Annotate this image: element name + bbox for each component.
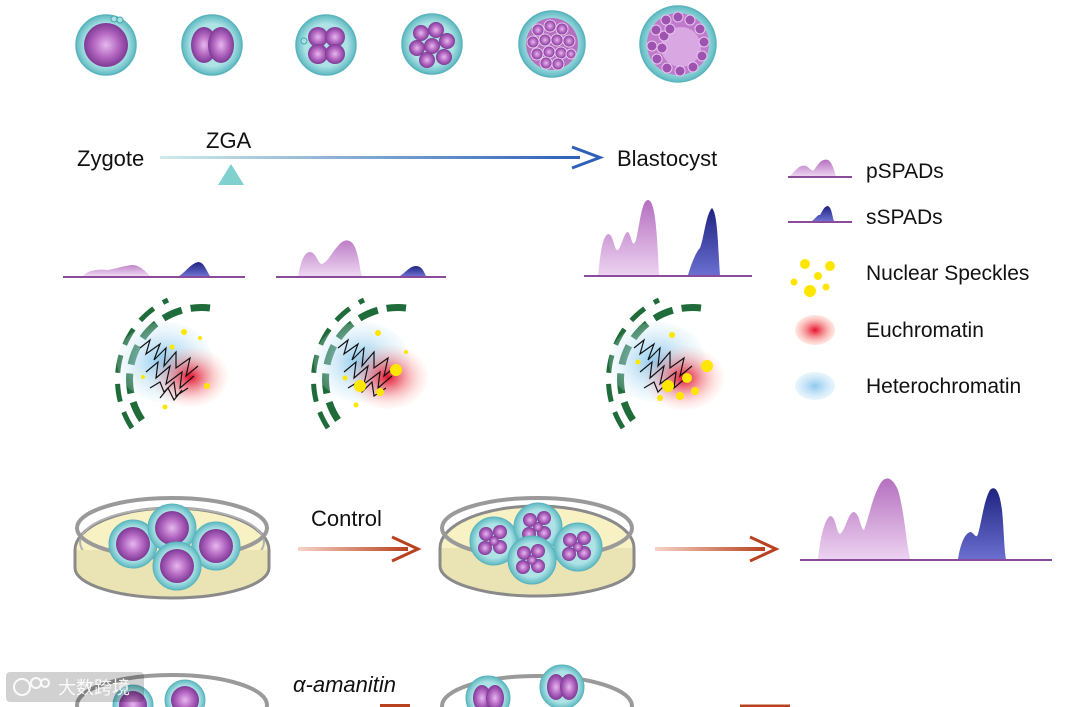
heterochromatin-icon — [795, 372, 835, 400]
legend-label-speckles: Nuclear Speckles — [866, 262, 1029, 285]
nucleus-mid — [311, 297, 428, 430]
speckles-icon — [790, 259, 835, 297]
amanitin-arrow-shaft — [380, 704, 410, 707]
embryo-4-cell — [295, 14, 357, 76]
watermark-logo-icon — [13, 677, 50, 696]
zga-label: ZGA — [206, 128, 252, 153]
timeline-arrow-head — [571, 145, 605, 170]
legend-item-heterochromatin: Heterochromatin — [795, 372, 1021, 400]
embryo-blastocyst — [639, 5, 717, 83]
legend: pSPADs sSPADs Nuclear Speckles Euchromat… — [788, 159, 1029, 400]
legend-label-sspads: sSPADs — [866, 206, 943, 229]
watermark: 大数跨境 — [6, 672, 144, 702]
timeline-arrow-shaft — [160, 156, 580, 159]
control-row: Control — [73, 478, 1052, 600]
timeline-start-label: Zygote — [77, 146, 144, 171]
spad-profile-mid — [276, 240, 446, 278]
amanitin-label: α-amanitin — [293, 672, 396, 697]
legend-item-sspads: sSPADs — [788, 206, 943, 229]
zga-marker-icon — [218, 164, 244, 185]
nucleus-early — [115, 297, 228, 430]
control-arrow-head — [391, 535, 422, 563]
legend-item-pspads: pSPADs — [788, 159, 944, 183]
timeline: Zygote ZGA Blastocyst — [77, 128, 717, 185]
result-arrow-shaft — [655, 547, 765, 551]
embryo-8-cell — [401, 13, 463, 75]
legend-label-euchromatin: Euchromatin — [866, 319, 984, 342]
spad-profile-late — [584, 200, 752, 277]
watermark-text: 大数跨境 — [58, 678, 130, 699]
embryo-2-cell — [181, 14, 243, 76]
euchromatin-icon — [795, 315, 835, 345]
control-arrow-shaft — [298, 547, 408, 551]
petri-dish-amanitin-zygotes — [75, 673, 269, 707]
result-arrow-head — [749, 535, 780, 563]
legend-item-speckles: Nuclear Speckles — [790, 259, 1029, 297]
timeline-end-label: Blastocyst — [617, 146, 717, 171]
embryo-zygote — [75, 14, 137, 76]
petri-dish-control-embryos — [438, 496, 636, 598]
legend-item-euchromatin: Euchromatin — [795, 315, 984, 345]
petri-dish-amanitin-embryos — [440, 664, 634, 707]
amanitin-row: α-amanitin — [75, 664, 790, 707]
spad-profile-early — [63, 262, 245, 278]
petri-dish-zygotes — [73, 496, 271, 600]
spad-profile-control — [800, 478, 1052, 561]
embryo-morula — [518, 10, 586, 78]
legend-label-heterochromatin: Heterochromatin — [866, 375, 1021, 398]
embryo-stages — [75, 5, 717, 83]
control-label: Control — [311, 506, 382, 531]
legend-label-pspads: pSPADs — [866, 160, 944, 183]
nucleus-late — [606, 297, 724, 430]
